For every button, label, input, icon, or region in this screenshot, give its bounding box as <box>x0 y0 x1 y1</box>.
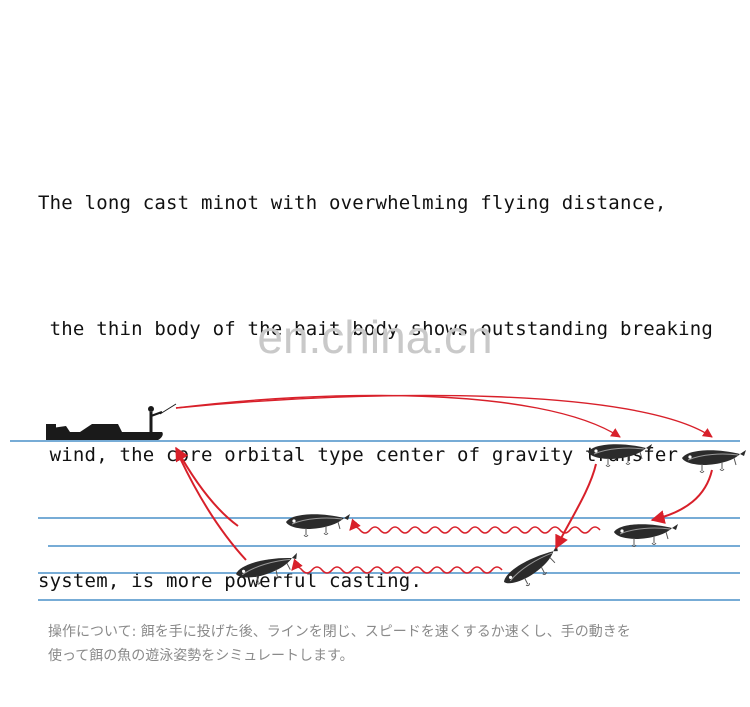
retrieve-arrow <box>176 448 238 526</box>
retrieve-arrow <box>556 464 596 548</box>
caption-text: 操作について: 餌を手に投げた後、ラインを閉じ、スピードを速くするか速くし、手の… <box>48 620 738 668</box>
lure-icon <box>682 450 746 473</box>
lure-icon <box>286 514 350 537</box>
swim-path-wave <box>350 527 600 533</box>
caption-line: 操作について: 餌を手に投げた後、ラインを閉じ、スピードを速くするか速くし、手の… <box>48 620 738 644</box>
caption-line: 使って餌の魚の遊泳姿勢をシミュレートします。 <box>48 644 738 668</box>
lure-icon <box>614 524 678 547</box>
lure-icon <box>588 444 652 467</box>
casting-diagram <box>0 380 750 610</box>
watermark: en.china.cn <box>0 310 750 364</box>
retrieve-arrow <box>652 470 712 520</box>
lure-icon <box>500 545 567 595</box>
swim-path-wave <box>292 567 502 573</box>
description-line: The long cast minot with overwhelming fl… <box>38 182 738 224</box>
cast-arrow <box>176 395 712 437</box>
boat-icon <box>46 404 176 440</box>
retrieve-arrow <box>180 458 246 560</box>
